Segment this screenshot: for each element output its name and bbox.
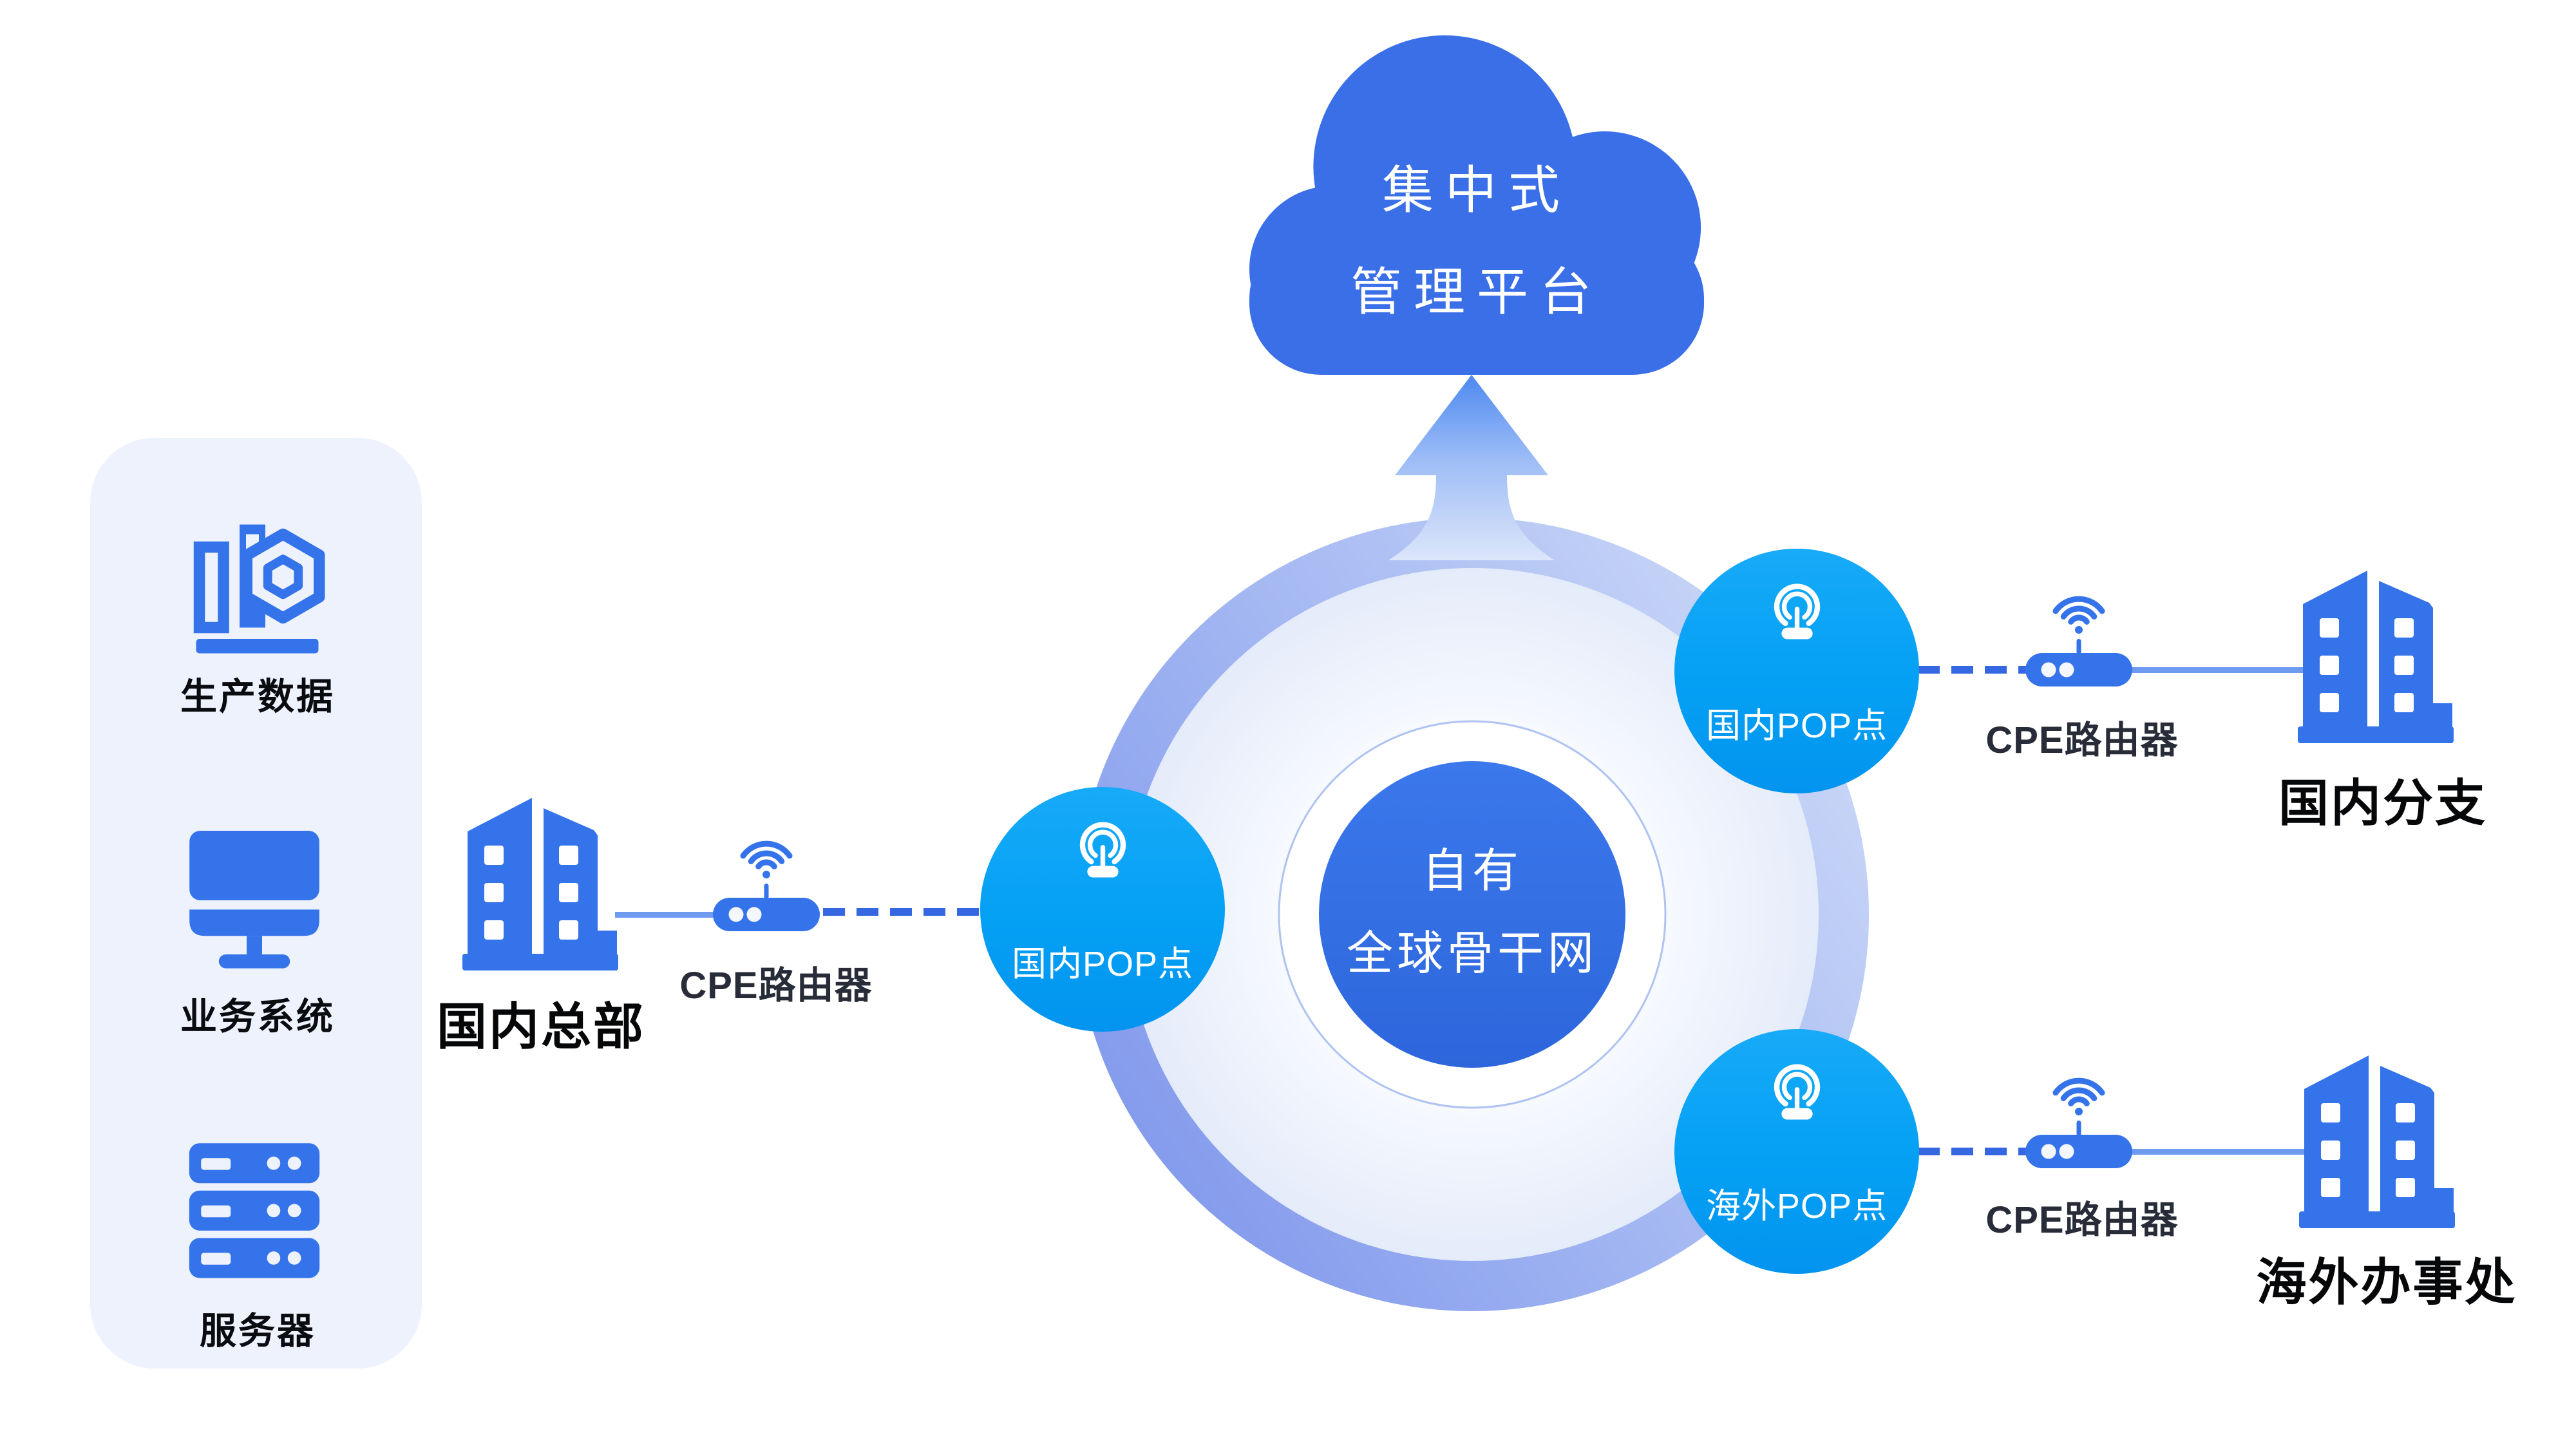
business-system-icon [189, 831, 319, 969]
sidebar-item-label: 生产数据 [180, 676, 335, 717]
link-cpe-to-office [2130, 1149, 2304, 1155]
pop-node-label: 国内POP点 [1705, 706, 1888, 745]
server-icon [189, 1143, 320, 1278]
building-icon [462, 798, 618, 971]
cpe-router-label: CPE路由器 [1985, 1199, 2179, 1241]
link-pop-to-cpe-dashed [1918, 666, 2027, 674]
sidebar-item-label: 业务系统 [180, 996, 335, 1037]
cloud-line2: 管理平台 [1350, 263, 1603, 321]
production-data-icon [193, 524, 325, 654]
building-icon [2299, 1056, 2455, 1228]
backbone-ring [1075, 518, 1869, 1311]
link-cpe-to-branch [2130, 667, 2304, 673]
uplink-arrow-icon [1388, 375, 1555, 560]
cpe-router-label: CPE路由器 [679, 965, 873, 1007]
pop-broadcast-icon [1774, 1064, 1821, 1120]
pop-node-domestic-left [980, 787, 1225, 1032]
management-cloud-icon [1249, 35, 1705, 375]
building-label: 海外办事处 [2256, 1254, 2517, 1311]
link-cpe-to-pop-dashed [823, 908, 981, 916]
pop-broadcast-icon [1079, 822, 1126, 878]
link-hq-to-cpe [615, 912, 718, 918]
pop-broadcast-icon [1774, 583, 1821, 639]
core-line2: 全球骨干网 [1346, 928, 1598, 980]
pop-node-label: 国内POP点 [1011, 945, 1194, 983]
link-pop-to-cpe-dashed [1918, 1148, 2027, 1155]
pop-node-overseas [1674, 1029, 1919, 1274]
cpe-router-icon [2025, 596, 2132, 687]
building-icon [2298, 571, 2454, 743]
pop-node-label: 海外POP点 [1705, 1187, 1888, 1226]
building-label: 国内总部 [436, 998, 645, 1055]
cpe-router-icon [713, 840, 820, 931]
cloud-line1: 集中式 [1382, 162, 1571, 219]
core-line1: 自有 [1421, 846, 1522, 897]
cpe-router-icon [2025, 1077, 2132, 1168]
sidebar-item-label: 服务器 [200, 1311, 316, 1352]
core-circle [1319, 761, 1625, 1068]
cpe-router-label: CPE路由器 [1985, 719, 2179, 761]
building-label: 国内分支 [2278, 775, 2487, 831]
pop-node-domestic-right [1674, 549, 1919, 793]
